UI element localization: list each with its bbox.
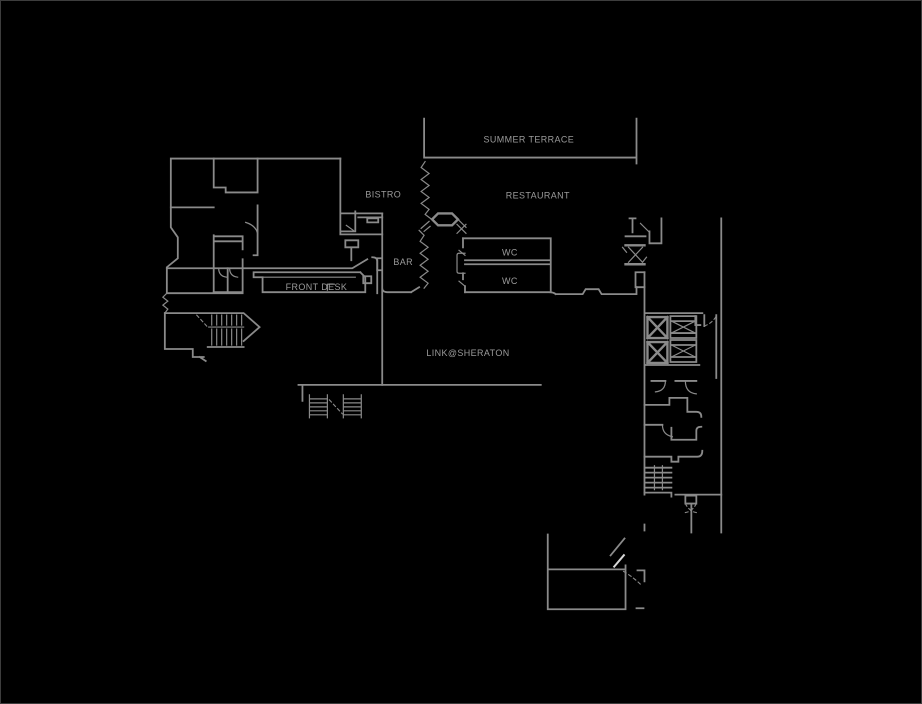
elevator-car-icon	[669, 315, 698, 363]
lobby-stairs	[161, 292, 261, 363]
side-entrance-walls	[621, 217, 663, 289]
summer-terrace-walls	[423, 117, 638, 165]
front-desk-counter	[252, 270, 367, 294]
room-label-restaurant: RESTAURANT	[506, 190, 570, 200]
bistro-walls	[339, 157, 421, 386]
room-label-bar: BAR	[393, 257, 413, 267]
room-label-wc-upper: WC	[502, 247, 518, 257]
room-label-wc-lower: WC	[502, 276, 518, 286]
bottom-room-walls	[546, 523, 646, 611]
wc-walls	[456, 237, 638, 296]
room-label-link-at-sheraton: LINK@SHERATON	[426, 348, 509, 358]
accordion-partition-walls	[418, 160, 467, 290]
service-corridor-walls	[643, 314, 718, 463]
elevator-car-icon	[645, 315, 670, 365]
back-stairs	[643, 465, 673, 498]
south-corridor-walls	[674, 217, 723, 534]
bench-icon	[308, 394, 362, 419]
link-lobby	[297, 384, 542, 419]
room-label-front-desk: FRONT DESK	[286, 282, 348, 292]
room-label-bistro: BISTRO	[365, 189, 401, 199]
room-label-summer-terrace: SUMMER TERRACE	[483, 135, 574, 145]
elevator-bank	[643, 271, 704, 496]
open-door-leaf	[612, 553, 626, 569]
